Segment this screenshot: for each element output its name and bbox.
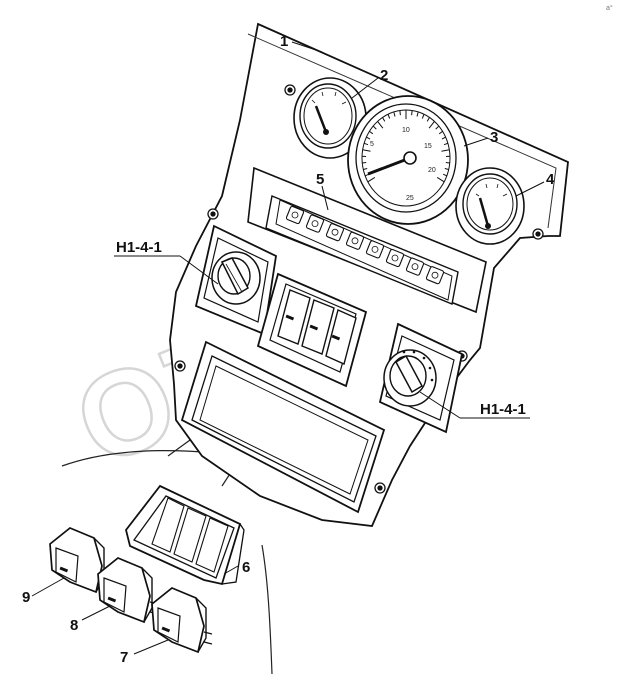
callout-7: 7: [120, 649, 128, 666]
tach-tick: [441, 149, 450, 152]
tach-label-15: 15: [424, 143, 432, 150]
corner-mark: a°: [606, 4, 613, 12]
rocker-switch-3: [325, 309, 357, 365]
rocker-switch-2: [301, 299, 335, 355]
tach-tick: [362, 149, 371, 152]
indicator-lamp-symbol: [371, 245, 379, 253]
indicator-lamp: [285, 205, 305, 225]
tach-tick: [366, 136, 371, 140]
tach-label-20: 20: [428, 167, 436, 174]
indicator-strip: [247, 166, 487, 314]
tach-tick: [364, 142, 369, 146]
tach-tick: [442, 173, 447, 177]
tach-tick: [387, 114, 391, 119]
panel-screws: [174, 84, 544, 494]
switch-frame-part6: [125, 484, 245, 586]
indicator-lamp-symbol: [411, 263, 419, 271]
tach-tick: [411, 110, 413, 116]
indicator-lamp-symbol: [391, 254, 399, 262]
tach-tick: [426, 117, 430, 122]
tach-tick: [428, 121, 435, 129]
storage-pocket: [180, 340, 386, 514]
callout-3: 3: [490, 129, 498, 146]
indicator-lamp: [425, 266, 445, 285]
tach-tick: [362, 162, 367, 164]
panel-assembly: 5 10 15 20 25: [169, 22, 569, 527]
indicator-lamp: [305, 214, 325, 233]
rocker-switch-part7: [151, 587, 213, 654]
callout-9: 9: [22, 589, 30, 606]
tach-tick: [445, 162, 450, 164]
tach-tick: [382, 117, 386, 122]
indicator-lamp-symbol: [291, 211, 299, 219]
tach-tick: [441, 136, 446, 140]
tach-tick: [444, 168, 449, 170]
gauge-small-right: [455, 167, 525, 245]
tach-tick: [416, 112, 419, 117]
indicator-lamp-symbol: [311, 220, 319, 228]
callout-5: 5: [316, 171, 324, 188]
tach-ticks: [361, 110, 451, 183]
indicator-lamp-symbol: [431, 271, 439, 279]
indicator-lamp: [385, 248, 405, 268]
gauge-tachometer: 5 10 15 20 25: [347, 95, 469, 225]
callout-2: 2: [380, 67, 388, 84]
tach-tick: [369, 130, 374, 135]
rocker-switch-part8: [97, 557, 159, 624]
callout-4: 4: [546, 171, 555, 188]
tach-tick: [363, 168, 368, 170]
rotary-switch-left: [194, 224, 277, 336]
indicator-lamp-symbol: [351, 237, 359, 245]
tach-label-5: 5: [370, 141, 374, 148]
rocker-switch-1: [277, 289, 311, 345]
tach-label-10: 10: [402, 127, 410, 134]
tach-tick: [372, 125, 377, 130]
indicator-lamp: [405, 257, 425, 276]
reference-right: H1-4-1: [480, 401, 526, 418]
indicator-lamp: [345, 231, 365, 250]
tach-tick: [393, 112, 396, 117]
rocker-switch-part9: [49, 527, 111, 594]
tach-tick: [435, 125, 440, 130]
tach-tick: [377, 121, 384, 129]
indicator-lamp: [365, 240, 385, 259]
indicator-lamps: [285, 205, 445, 285]
tach-label-25: 25: [406, 195, 414, 202]
indicator-lamp: [325, 223, 345, 242]
tach-tick: [421, 114, 425, 119]
tach-tick: [436, 176, 445, 183]
callout-6: 6: [242, 559, 250, 576]
tach-tick: [438, 130, 443, 135]
rotary-switch-right: [378, 322, 464, 434]
tach-tick: [367, 176, 376, 183]
panel-inner-edge: [247, 33, 557, 229]
callout-labels: 1 2 3 4 5 6 7 8 9 H1-4-1 H1-4-1: [22, 33, 555, 666]
gauge-small-left: [293, 77, 367, 159]
indicator-lamp-symbol: [331, 228, 339, 236]
callout-1: 1: [280, 33, 288, 50]
tach-tick: [443, 142, 448, 146]
reference-left: H1-4-1: [116, 239, 162, 256]
leader-lines: [31, 41, 545, 655]
callout-8: 8: [70, 617, 78, 634]
tach-tick: [399, 110, 401, 116]
rocker-switch-block: [256, 272, 368, 388]
leader-arc-right: [261, 544, 273, 674]
